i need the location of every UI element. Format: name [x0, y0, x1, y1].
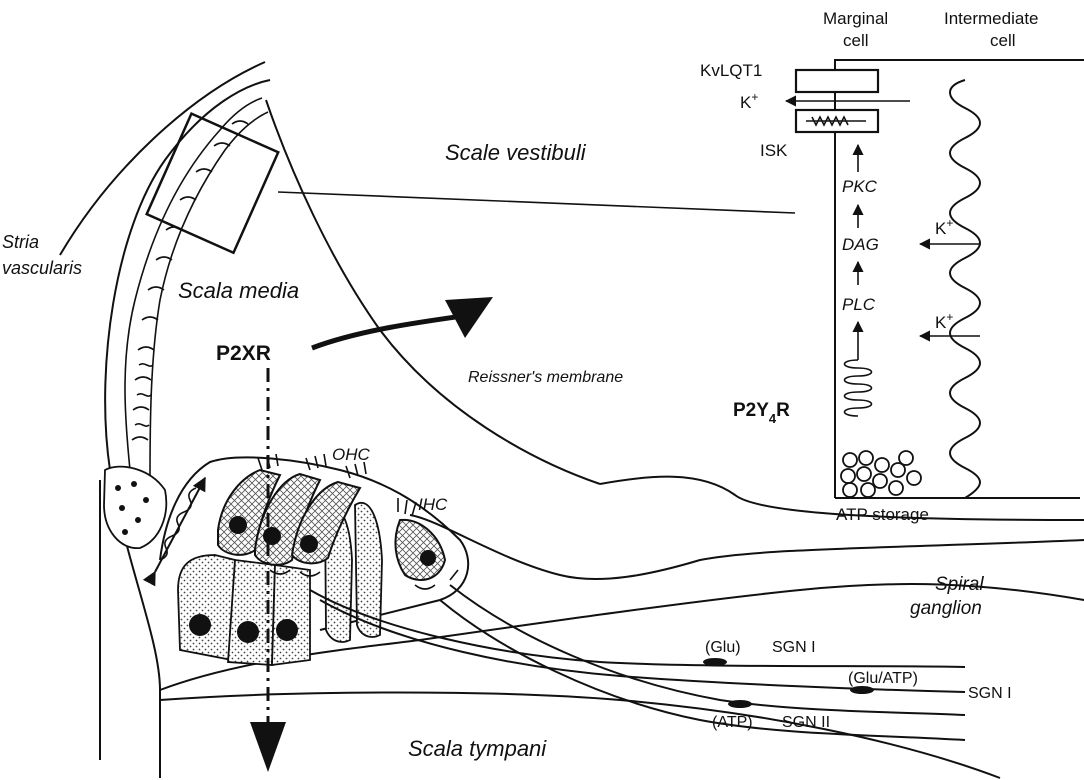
atp-storage-label: ATP storage	[836, 505, 929, 524]
glu-atp-label: (Glu/ATP)	[848, 670, 918, 687]
inset-panel	[786, 60, 1084, 498]
pkc-label: PKC	[842, 177, 878, 196]
k-ion-label-influx-1: K+	[935, 216, 953, 238]
reissner-label: Reissner's membrane	[468, 369, 623, 386]
selection-box	[147, 114, 279, 253]
dag-label: DAG	[842, 235, 879, 254]
intermediate-cell-label-2: cell	[990, 31, 1016, 50]
glu-label: (Glu)	[705, 639, 741, 656]
scala-media-label: Scala media	[178, 278, 299, 303]
p2xr-down-arrowhead	[250, 722, 286, 772]
kvlqt1-label: KvLQT1	[700, 61, 762, 80]
atp-vesicles	[841, 451, 921, 497]
p2xr-label: P2XR	[216, 342, 271, 365]
spiral-label-2: ganglion	[910, 598, 982, 619]
scale-vestibuli-label: Scale vestibuli	[445, 140, 587, 165]
stria-label-2: vascularis	[2, 258, 82, 278]
p2y4r-receptor	[845, 360, 872, 416]
tectorial-membrane	[410, 477, 1084, 579]
atp-label: (ATP)	[712, 714, 753, 731]
callout-line	[278, 192, 795, 213]
ohc-label: OHC	[332, 445, 371, 464]
k-ion-label-efflux: K+	[740, 90, 758, 112]
stria-label-1: Stria	[2, 232, 39, 252]
kvlqt1-channel	[796, 70, 878, 92]
marginal-cell-label-1: Marginal	[823, 9, 888, 28]
p2y4r-label: P2Y4R	[733, 400, 790, 426]
sgn2-label: SGN II	[782, 714, 830, 731]
isk-label: ISK	[760, 141, 788, 160]
sgn1-label-a: SGN I	[772, 639, 816, 656]
intermediate-cell-membrane	[950, 80, 980, 498]
ihc-label: IHC	[418, 495, 448, 514]
intermediate-cell-label-1: Intermediate	[944, 9, 1039, 28]
plc-label: PLC	[842, 295, 876, 314]
spiral-label-1: Spiral	[935, 574, 984, 595]
marginal-cell-label-2: cell	[843, 31, 869, 50]
scala-tympani-label: Scala tympani	[408, 736, 547, 761]
sgn1-label-b: SGN I	[968, 685, 1012, 702]
